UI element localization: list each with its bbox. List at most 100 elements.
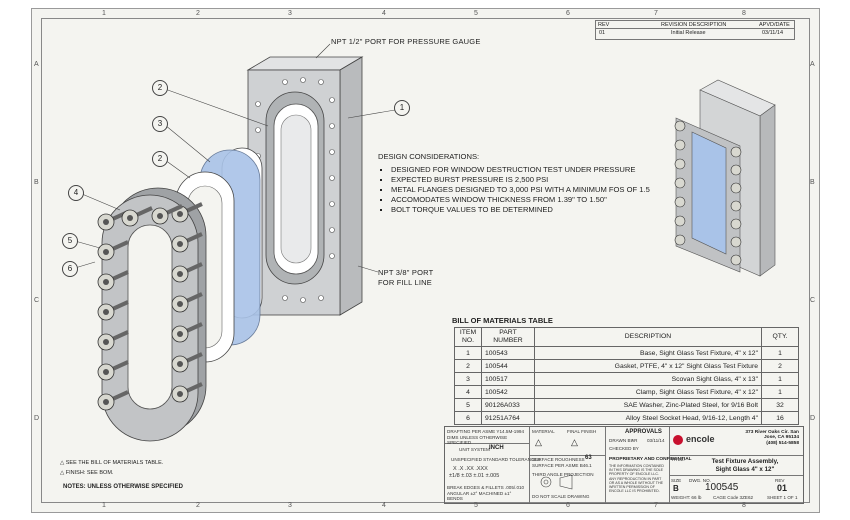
bom-item-no: 1 [454, 346, 482, 360]
bom-part-number: 100517 [481, 372, 535, 386]
fill-port-note-2: FOR FILL LINE [378, 278, 433, 287]
tb-divider [669, 475, 803, 476]
zone-bottom-2: 2 [196, 502, 200, 509]
rev-divider [596, 28, 794, 29]
bom-item-no: 3 [454, 372, 482, 386]
title-block: DRAFTING PER ASME Y14.5M-1994 DIMS UNLES… [444, 426, 804, 504]
zone-left-d: D [34, 415, 40, 422]
zone-bottom-1: 1 [102, 502, 106, 509]
tb-size: B [673, 484, 679, 493]
tb-divider [445, 443, 529, 444]
bom-part-number: 100544 [481, 359, 535, 373]
revision-block: REV REVISION DESCRIPTION APVD/DATE 01 In… [595, 20, 795, 40]
zone-top-6: 6 [566, 10, 570, 17]
zone-bottom-4: 4 [382, 502, 386, 509]
bom-description: Base, Sight Glass Test Fixture, 4" x 12" [534, 346, 762, 360]
callout-2-front: 2 [152, 151, 168, 167]
logo-text: encole [686, 434, 715, 444]
tb-units: INCH [489, 445, 504, 451]
tb-weight: WEIGHT: 66 lb [671, 495, 702, 500]
tb-title-label: TITLE: [671, 457, 685, 462]
table-row: 5 90126A033 SAE Washer, Zinc-Plated Stee… [454, 398, 799, 412]
rev-description: Initial Release [671, 30, 706, 36]
bom-qty: 16 [761, 411, 799, 425]
rev-header-desc: REVISION DESCRIPTION [661, 22, 727, 28]
tb-rev: 01 [777, 483, 788, 493]
bom-qty: 1 [761, 372, 799, 386]
zone-top-4: 4 [382, 10, 386, 17]
tb-edges: BREAK EDGES & FILLETS .005/.010 ANGULAR … [447, 485, 525, 501]
design-title: DESIGN CONSIDERATIONS: [378, 152, 480, 161]
bom-qty: 1 [761, 346, 799, 360]
zone-right-d: D [810, 415, 816, 422]
zone-bottom-8: 8 [742, 502, 746, 509]
bom-title: BILL OF MATERIALS TABLE [452, 316, 553, 325]
tb-drafting: DRAFTING PER ASME Y14.5M-1994 DIMS UNLES… [447, 429, 525, 445]
zone-top-7: 7 [654, 10, 658, 17]
material-note-icon: △ [535, 437, 542, 447]
rev-header-rev: REV [598, 22, 610, 28]
bom-part-number: 91251A764 [481, 411, 535, 425]
zone-left-b: B [34, 179, 39, 186]
tb-divider [529, 455, 605, 456]
callout-2-rear: 2 [152, 80, 168, 96]
tb-dwg-label: DWG. NO. [689, 478, 711, 483]
tb-drawn-date: 03/11/14 [647, 438, 665, 443]
bom-description: Scovan Sight Glass, 4" x 13" [534, 372, 762, 386]
design-item: BOLT TORQUE VALUES TO BE DETERMINED [391, 205, 650, 215]
phone: (408) 514-5858 [766, 440, 799, 446]
bom-item-no: 6 [454, 411, 482, 425]
design-item: DESIGNED FOR WINDOW DESTRUCTION TEST UND… [391, 165, 650, 175]
table-row: 4 100542 Clamp, Sight Glass Test Fixture… [454, 385, 799, 399]
zone-right-b: B [810, 179, 815, 186]
bom-header-qty: QTY. [761, 327, 799, 347]
bom-description: Alloy Steel Socket Head, 9/16-12, Length… [534, 411, 762, 425]
tb-tol-label: UNSPECIFIED STANDARD TOLERANCES [451, 457, 541, 462]
tb-title-1: Test Fixture Assembly, [711, 458, 779, 465]
logo: encole [673, 432, 725, 450]
design-considerations: DESIGN CONSIDERATIONS: DESIGNED FOR WIND… [378, 152, 650, 215]
bom-qty: 32 [761, 398, 799, 412]
tb-do-not-scale: DO NOT SCALE DRAWING [532, 494, 590, 499]
tb-surface-value: 63 [585, 455, 592, 461]
tb-approvals: APPROVALS [625, 429, 662, 435]
bom-part-number: 100543 [481, 346, 535, 360]
tb-divider [529, 427, 530, 503]
zone-top-5: 5 [474, 10, 478, 17]
tb-surface-note: SURFACE PER ASME B46.1 [532, 463, 592, 468]
bom-description: SAE Washer, Zinc-Plated Steel, for 9/16 … [534, 398, 762, 412]
fill-port-note-1: NPT 3/8" PORT [378, 268, 434, 277]
tb-title-2: Sight Glass 4" x 12" [715, 466, 775, 473]
callout-3: 3 [152, 116, 168, 132]
callout-5: 5 [62, 233, 78, 249]
tb-surface: SURFACE ROUGHNESS [532, 457, 585, 462]
table-row: 6 91251A764 Alloy Steel Socket Head, 9/1… [454, 411, 799, 425]
tb-dwg-no: 100545 [705, 482, 739, 493]
address-line: Jose, CA 95134 [763, 435, 799, 441]
tb-checked-label: CHECKED BY [609, 446, 639, 451]
notes-block: △ SEE THE BILL OF MATERIALS TABLE. △ FIN… [60, 460, 163, 476]
bom-part-number: 90126A033 [481, 398, 535, 412]
rev-header-date: APVD/DATE [759, 22, 790, 28]
zone-top-1: 1 [102, 10, 106, 17]
logo-mark [673, 435, 683, 445]
table-row: 3 100517 Scovan Sight Glass, 4" x 13" 1 [454, 372, 799, 386]
tb-rev-label: REV [775, 478, 785, 483]
zone-left-a: A [34, 61, 39, 68]
tb-tol-row1: X .X .XX .XXX [453, 466, 488, 472]
zone-right-a: A [810, 61, 815, 68]
tb-drawn-by: AR [631, 438, 638, 443]
design-list: DESIGNED FOR WINDOW DESTRUCTION TEST UND… [378, 165, 650, 215]
bom-header-desc: DESCRIPTION [534, 327, 762, 347]
bom-qty: 1 [761, 385, 799, 399]
tb-cage: CAGE Code 3ZE62 [713, 495, 754, 500]
bom-item-no: 4 [454, 385, 482, 399]
address-line: 373 River Oaks Cir. San [745, 430, 799, 435]
zone-right-c: C [810, 297, 816, 304]
tb-size-label: SIZE [671, 478, 682, 483]
zone-top-2: 2 [196, 10, 200, 17]
